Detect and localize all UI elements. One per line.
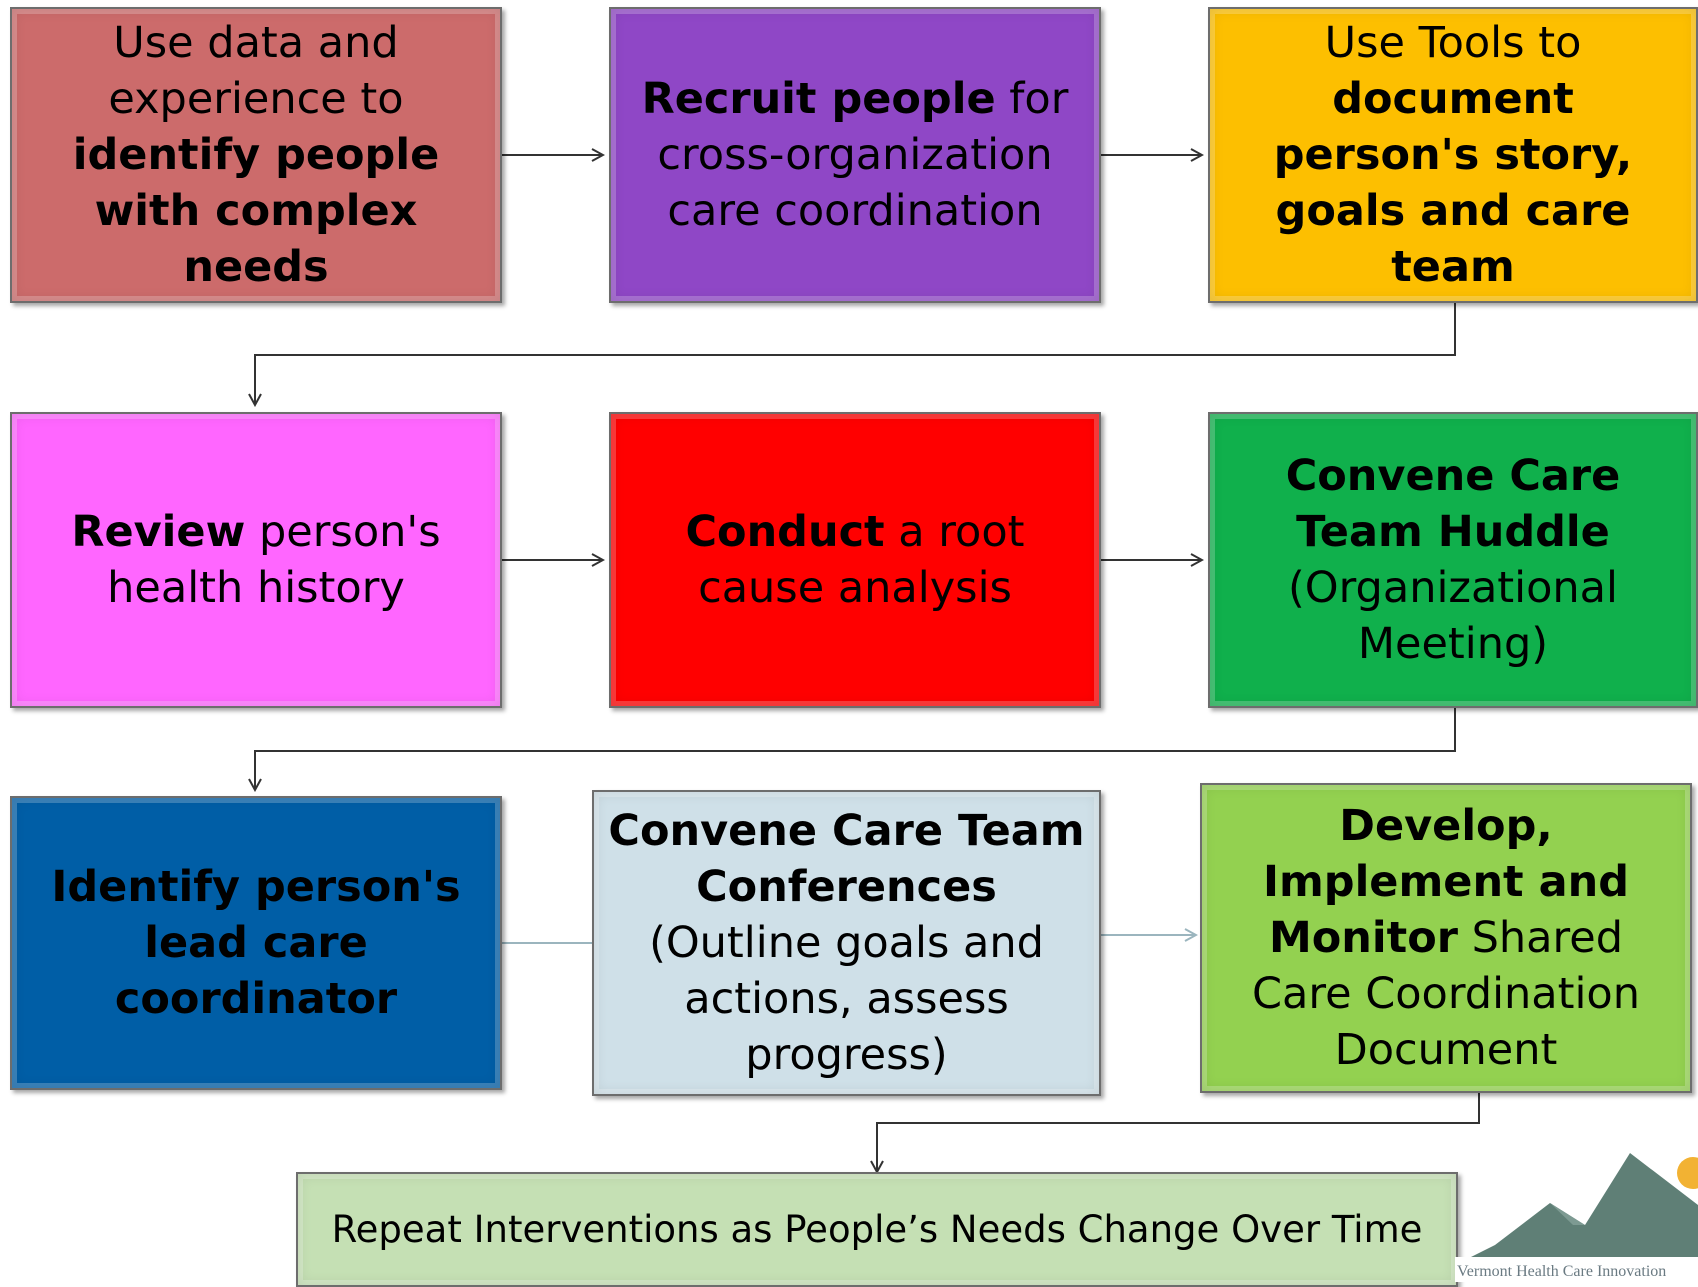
step-box-recruit-people: Recruit people for cross-organization ca… [609, 7, 1101, 303]
step-text-part: person's health history [107, 507, 441, 613]
step-text-part: a root cause analysis [698, 507, 1025, 613]
step-text-recruit-people: Recruit people for cross-organization ca… [625, 71, 1085, 239]
step-text-part: (Organizational Meeting) [1288, 563, 1618, 669]
step-text-root-cause: Conduct a root cause analysis [625, 504, 1085, 616]
arrow-step6-to-step7 [255, 708, 1456, 790]
step-text-part: Use Tools to [1324, 18, 1582, 68]
step-box-use-tools: Use Tools to document person's story, go… [1208, 7, 1698, 303]
logo-text: Vermont Health Care Innovation [1457, 1263, 1666, 1280]
step-text-shared-document: Develop, Implement and Monitor Shared Ca… [1216, 798, 1676, 1078]
step-box-root-cause: Conduct a root cause analysis [609, 412, 1101, 708]
step-text-part: Convene Care Team Conferences [608, 806, 1085, 912]
step-text-part: Use data and experience to [108, 18, 404, 124]
step-text-review-history: Review person's health history [26, 504, 486, 616]
arrow-step9-to-repeat [877, 1093, 1480, 1172]
step-text-part: Review [71, 507, 246, 557]
step-box-shared-document: Develop, Implement and Monitor Shared Ca… [1200, 783, 1692, 1093]
arrow-step3-to-step4 [255, 303, 1456, 405]
step-box-team-huddle: Convene Care Team Huddle (Organizational… [1208, 412, 1698, 708]
repeat-interventions-box: Repeat Interventions as People’s Needs C… [296, 1172, 1458, 1287]
step-text-part: Identify person's lead care coordinator [51, 862, 461, 1024]
step-text-use-tools: Use Tools to document person's story, go… [1224, 15, 1682, 295]
logo-mountains [1455, 1153, 1698, 1265]
logo-sun [1677, 1157, 1698, 1189]
step-text-part: Recruit people [641, 74, 996, 124]
step-box-lead-coordinator: Identify person's lead care coordinator [10, 796, 502, 1090]
step-text-part: (Outline goals and actions, assess progr… [649, 918, 1044, 1080]
step-text-part: Convene Care Team Huddle [1285, 451, 1621, 557]
step-box-review-history: Review person's health history [10, 412, 502, 708]
step-text-team-huddle: Convene Care Team Huddle (Organizational… [1224, 448, 1682, 672]
step-text-identify-people: Use data and experience to identify peop… [26, 15, 486, 295]
step-text-part: document person's story, goals and care … [1273, 74, 1633, 292]
step-text-part: Develop, Implement and Monitor [1262, 801, 1629, 963]
step-box-identify-people: Use data and experience to identify peop… [10, 7, 502, 303]
step-text-part: Shared Care Coordination Document [1251, 913, 1640, 1075]
vermont-health-care-innovation-logo: Vermont Health Care Innovation [1455, 1153, 1698, 1282]
step-box-team-conferences: Convene Care Team Conferences (Outline g… [592, 790, 1101, 1096]
step-text-lead-coordinator: Identify person's lead care coordinator [26, 859, 486, 1027]
step-text-part: Conduct [685, 507, 885, 557]
repeat-interventions-label: Repeat Interventions as People’s Needs C… [331, 1207, 1423, 1251]
step-text-part: for cross-organization care coordination [657, 74, 1069, 236]
step-text-part: identify people with complex needs [72, 130, 440, 292]
step-text-team-conferences: Convene Care Team Conferences (Outline g… [608, 803, 1085, 1083]
